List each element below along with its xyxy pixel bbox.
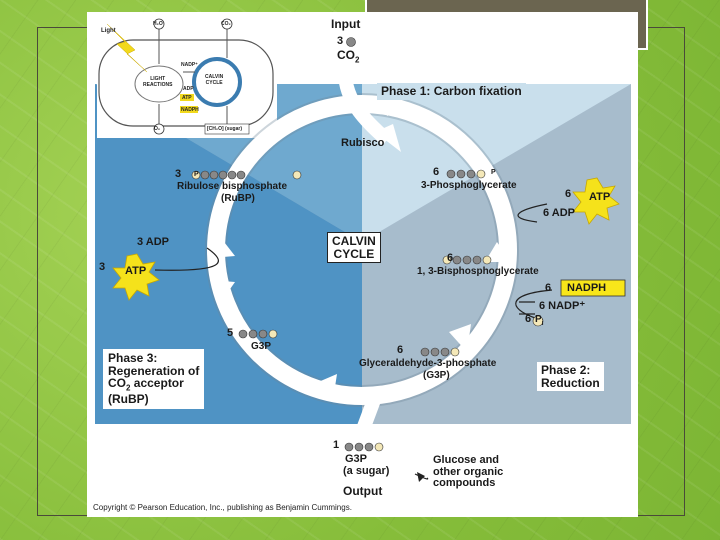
atp-adp-arrow [517,203,548,223]
inset-nadp-label: NADP⁺ [181,62,198,68]
calvin-cycle-figure: Light H₂O CO₂ LIGHT REACTIONS CALVIN CYC… [87,12,638,517]
bpg-name: 1, 3-Bisphosphoglycerate [417,266,539,277]
phase2-label: Phase 2:Reduction [537,362,604,392]
atp-starburst-left [112,253,160,301]
rubisco-label: Rubisco [341,137,385,149]
phase3-label: Phase 3: Regeneration of CO2 acceptor (R… [103,349,205,409]
inset-atp-label: ATP [182,95,192,101]
output-arrow [355,389,384,435]
nadph-box [560,279,626,297]
output-count: 1 [333,439,340,451]
ring-arrowhead [211,280,235,302]
atp-right-label: ATP [589,191,611,203]
nadph-right-label: NADPH [567,282,607,294]
ring-arrowhead [309,374,337,400]
output-label: Output [343,484,383,498]
adp-right-label: 6 ADP [543,207,575,219]
inset-h2o-label: H₂O [153,21,163,27]
adp3-label: 3 ADP [137,236,169,248]
g3p5-count: 5 [227,327,234,339]
pga-phosphate: P [491,169,496,176]
g3p6-abbr: (G3P) [423,370,450,381]
inset-nadph-label: NADPH [181,107,199,113]
nadph-right-count: 6 [545,282,552,294]
atp3-arrow [154,247,219,271]
inset-calvin-label: CALVIN CYCLE [205,74,224,86]
pga-count: 6 [433,166,440,178]
molecule-chains [200,37,482,452]
ring-arrowhead [485,242,511,262]
inset-light-reactions-label: LIGHT REACTIONS [143,76,173,88]
bpg-count: 6 [447,252,454,264]
inset-sugar-label: [CH₂O] (sugar) [207,126,242,132]
phosphate-dots [191,169,544,452]
ring-arrowhead [449,324,471,352]
phase1-label: Phase 1: Carbon fixation [377,83,526,100]
rubp-count: 3 [175,168,182,180]
inset-adp-label: ADP [183,86,194,92]
input-count: 3 [337,35,344,47]
inset-co2-label: CO₂ [221,21,231,27]
atp-right-count: 6 [565,188,572,200]
output-desc: (a sugar) [343,465,390,477]
pi-right-count: 6 [525,313,532,325]
ring-arrowhead [211,238,235,258]
g3p5-name: G3P [251,341,272,352]
input-title: Input [331,17,361,31]
inset-chloroplast [97,16,277,138]
rubp-name: Ribulose bisphosphate [177,181,288,192]
copyright-text: Copyright © Pearson Education, Inc., pub… [93,503,352,512]
atp3-count: 3 [99,261,106,273]
atp3-label: ATP [125,265,147,277]
output-g3p: G3P [345,453,368,465]
rubp-phosphate-left: P [194,171,199,178]
nadph-arrow [515,289,553,319]
inset-o2-label: O₂ [154,126,161,132]
pi-right-label: Pi [535,314,544,327]
nadp-right-label: 6 NADP⁺ [539,300,586,312]
atp-starburst-right [572,177,620,225]
pga-name: 3-Phosphoglycerate [421,180,517,191]
input-molecule: CO2 [337,48,360,65]
g3p6-name: Glyceraldehyde-3-phosphate [359,358,497,369]
rubp-abbr: (RuBP) [221,193,255,204]
g3p6-count: 6 [397,344,404,356]
inset-light-label: Light [101,28,116,34]
